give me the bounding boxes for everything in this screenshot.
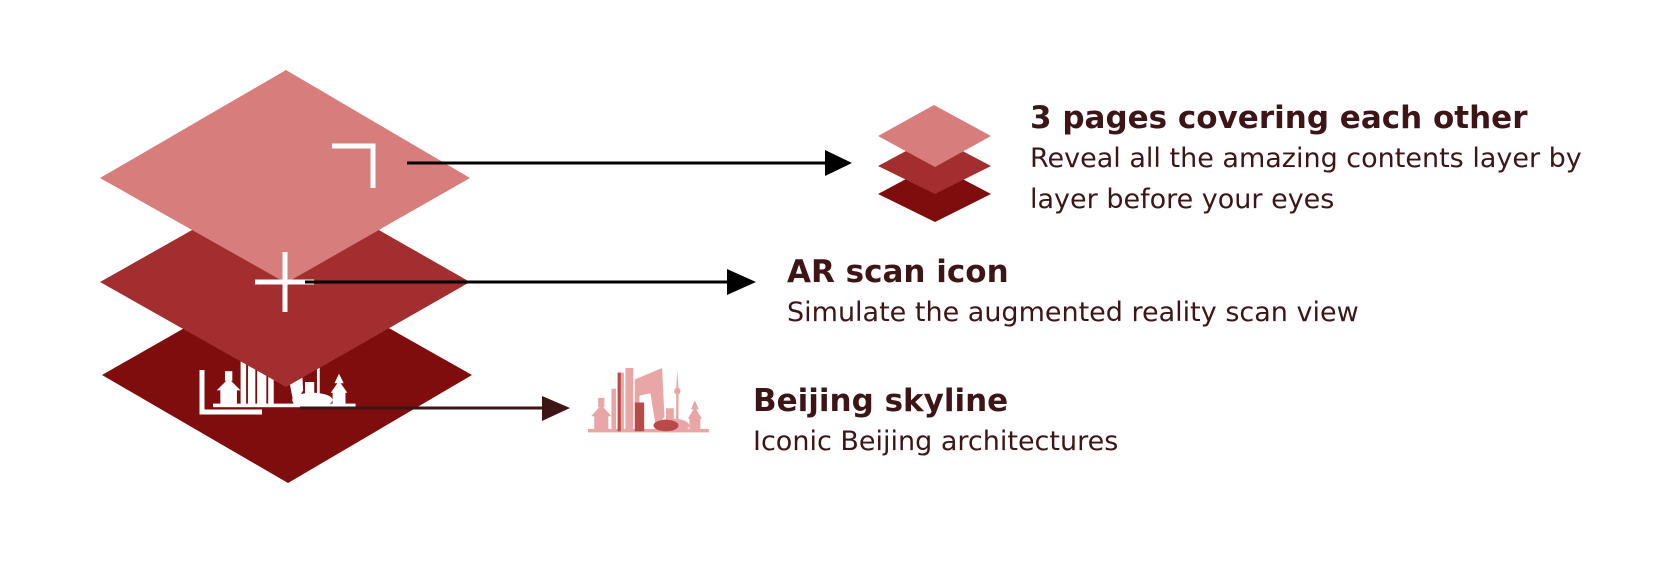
annotation-ar-title: AR scan icon [787,254,1009,290]
annotation-ar: AR scan icon Simulate the augmented real… [787,252,1359,333]
annotation-skyline-description: Iconic Beijing architectures [753,426,1119,457]
stacked-pages-icon [878,105,991,222]
arrow-ar [305,269,756,295]
annotation-skyline-title: Beijing skyline [753,383,1009,419]
annotation-ar-description: Simulate the augmented reality scan view [787,297,1359,328]
annotation-skyline: Beijing skyline Iconic Beijing architect… [753,381,1118,462]
layer-top [100,70,470,283]
beijing-skyline-dark-detail [617,372,679,432]
arrow-skyline [300,396,570,421]
top-diamond [100,70,470,283]
annotation-pages: 3 pages covering each other Reveal all t… [1030,98,1630,220]
annotation-pages-description: Reveal all the amazing contents layer by… [1030,143,1582,215]
beijing-skyline-pink-icon [588,368,709,433]
ar-corner-icon [332,143,376,188]
arrow-pages [407,150,852,176]
skyline-bracket-icon [199,370,262,415]
crosshair-icon [255,252,314,312]
annotation-pages-title: 3 pages covering each other [1030,100,1528,136]
